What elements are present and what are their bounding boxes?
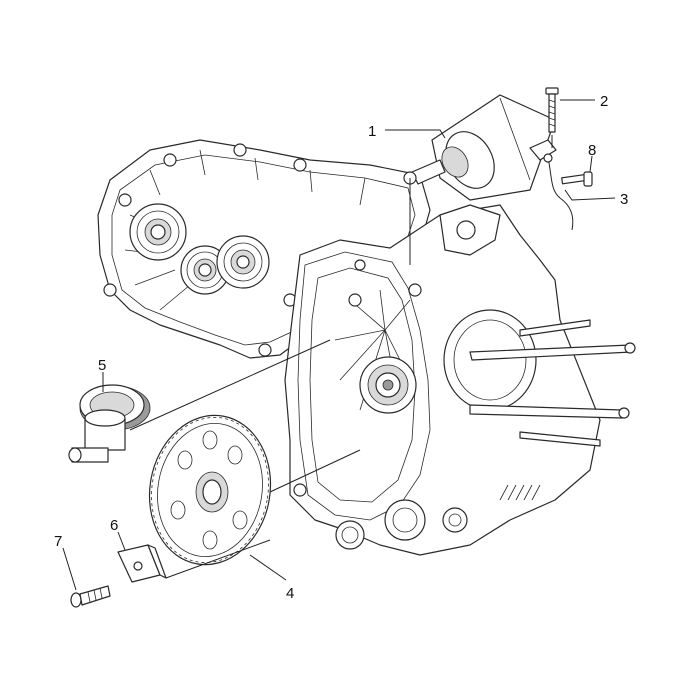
- crankcase: [284, 204, 601, 556]
- cylinder-studs: [469, 319, 636, 447]
- callout-1: 1: [368, 123, 376, 140]
- idler-gear: [68, 384, 151, 463]
- callout-8: 8: [588, 142, 596, 159]
- callout-5: 5: [98, 357, 106, 374]
- bolt: [70, 585, 111, 608]
- callout-labels: 1 2 3 4 5 6 7 8: [54, 93, 628, 602]
- callout-3: 3: [620, 191, 628, 208]
- bracket: [117, 544, 167, 583]
- starter-motor: [403, 94, 556, 201]
- callout-7: 7: [54, 533, 62, 550]
- leader-lines: [62, 99, 616, 591]
- bearing-left: [129, 203, 187, 261]
- small-screw: [561, 171, 593, 187]
- assembly-lines: [129, 135, 553, 579]
- transmission-cover: [97, 139, 431, 359]
- callout-6: 6: [110, 517, 118, 534]
- large-gear: [148, 414, 272, 566]
- callout-4: 4: [286, 585, 294, 602]
- wire: [529, 139, 574, 231]
- screw: [545, 87, 559, 133]
- cylinder-bore: [443, 309, 537, 411]
- crank-bearing: [359, 356, 417, 414]
- bearing-right: [216, 235, 270, 289]
- callout-2: 2: [600, 93, 608, 110]
